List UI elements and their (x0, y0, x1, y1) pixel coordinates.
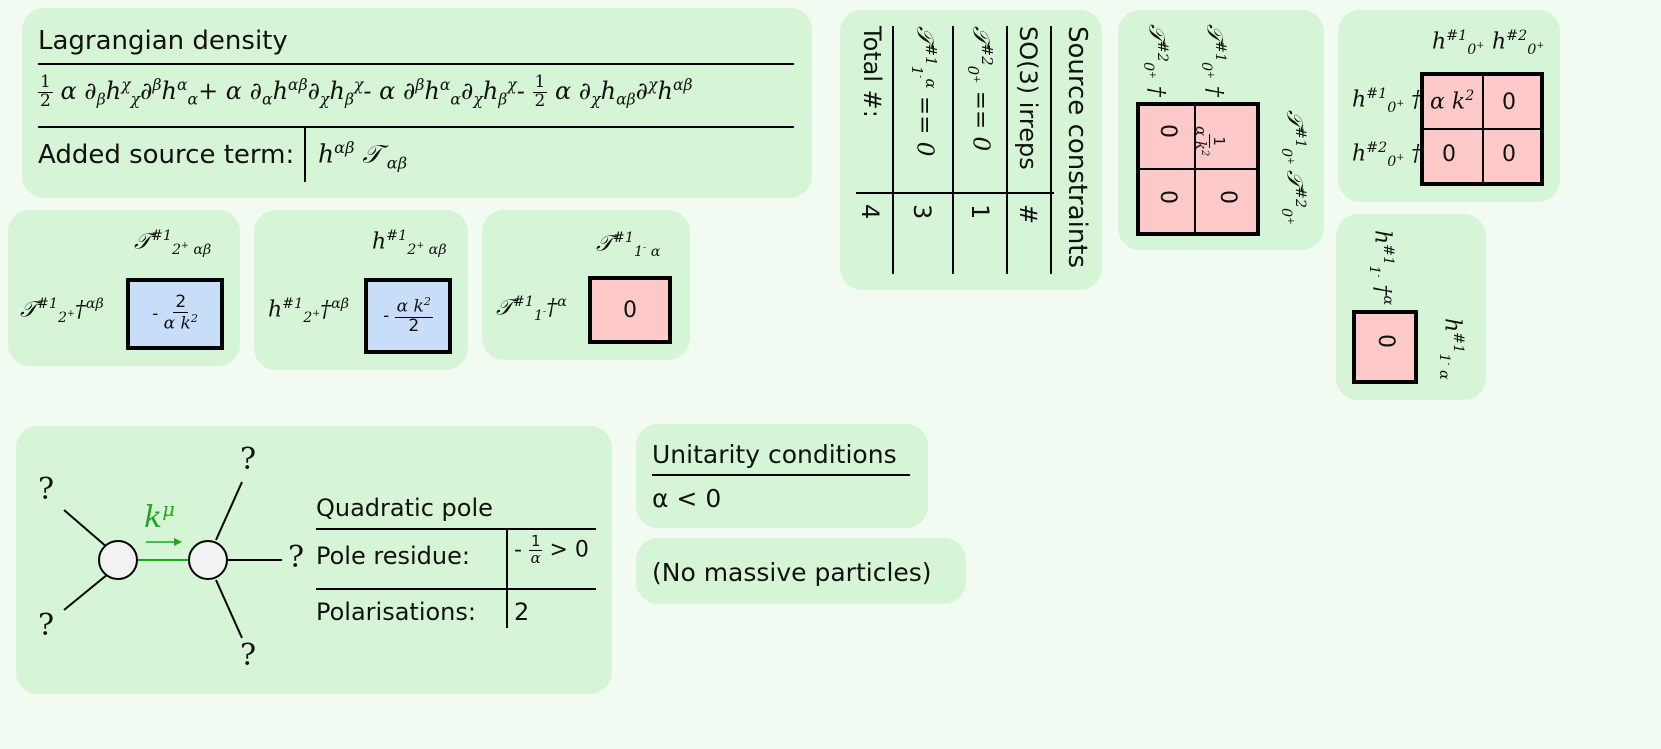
spin0-source-row-1: 𝒯#10+ (1278, 110, 1308, 165)
propagator-diagram (63, 481, 282, 639)
leg-label-3: ? (240, 442, 257, 477)
spin1-field-row: h#11- α (1436, 318, 1466, 380)
massive-text: (No massive particles) (652, 558, 932, 587)
spin2-field-col-header: h#12+ αβ (372, 228, 447, 258)
unitarity-condition: α < 0 (652, 484, 722, 513)
unitarity-title: Unitarity conditions (652, 440, 897, 469)
constraint-row-1: 𝒯#20+ == 0 (963, 26, 996, 152)
polarisations-value: 2 (514, 598, 530, 626)
spin1-field-panel: h#11- †α h#11- α 0 (1336, 214, 1486, 400)
massive-panel: (No massive particles) (636, 538, 966, 604)
spin0-source-header-1: 𝒯#10+ † (1198, 24, 1228, 97)
spin1-field-header: h#11- †α (1366, 230, 1396, 306)
source-term-label: Added source term: (38, 140, 295, 170)
spin0-field-matrix: α k2 0 0 0 (1420, 72, 1544, 186)
spin2-source-col-header: 𝒯#12+ αβ (134, 228, 212, 258)
spin0-field-row-1: h#10+ † (1352, 86, 1423, 116)
polarisations-label: Polarisations: (316, 598, 476, 626)
constraint-row-1-count: 1 (966, 204, 994, 220)
constraints-col-count: # (1014, 204, 1042, 225)
source-term: hαβ 𝒯 αβ (318, 138, 408, 173)
spin0-field-panel: h#10+ h#20+ h#10+ † h#20+ † α k2 0 0 0 (1338, 10, 1560, 202)
spin1-source-row-header: 𝒯#11-†α (496, 294, 567, 324)
constraints-col-irreps: SO(3) irreps (1014, 26, 1042, 170)
pole-residue-label: Pole residue: (316, 542, 470, 570)
spin1-source-cell: 0 (588, 276, 672, 344)
propagator-panel: kμ ? ? ? ? ? Quadratic pole Pole residue… (16, 426, 612, 694)
pole-title: Quadratic pole (316, 494, 493, 522)
constraint-total-count: 4 (856, 204, 884, 220)
leg-label-2: ? (38, 608, 55, 643)
unitarity-panel: Unitarity conditions α < 0 (636, 424, 928, 528)
constraint-row-2: 𝒯#11-α == 0 (907, 26, 940, 157)
leg-label-5: ? (240, 638, 257, 673)
spin0-field-row-2: h#20+ † (1352, 140, 1423, 170)
lagrangian-heading: Lagrangian density (38, 26, 288, 56)
spin0-source-header-2: 𝒯#20+ † (1140, 24, 1170, 97)
spin0-source-row-2: 𝒯#20+ (1278, 170, 1308, 225)
leg-label-4: ? (288, 540, 305, 575)
leg-label-1: ? (38, 472, 55, 507)
spin0-field-col-1: h#10+ (1432, 28, 1485, 58)
constraint-row-2-count: 3 (908, 204, 936, 220)
spin1-source-col-header: 𝒯#11- α (596, 230, 661, 260)
constraints-panel: Source constraints SO(3) irreps # 𝒯#20+ … (840, 10, 1102, 290)
spin2-field-row-header: h#12+†αβ (268, 296, 350, 326)
constraint-total-label: Total #: (858, 26, 886, 118)
spin1-source-panel: 𝒯#11- α 𝒯#11-†α 0 (482, 210, 690, 360)
spin2-source-row-header: 𝒯#12+†αβ (20, 296, 104, 326)
constraints-title: Source constraints (1062, 26, 1092, 269)
spin1-field-cell: 0 (1352, 310, 1418, 384)
spin0-field-col-2: h#20+ (1492, 28, 1545, 58)
momentum-label: kμ (144, 498, 175, 535)
